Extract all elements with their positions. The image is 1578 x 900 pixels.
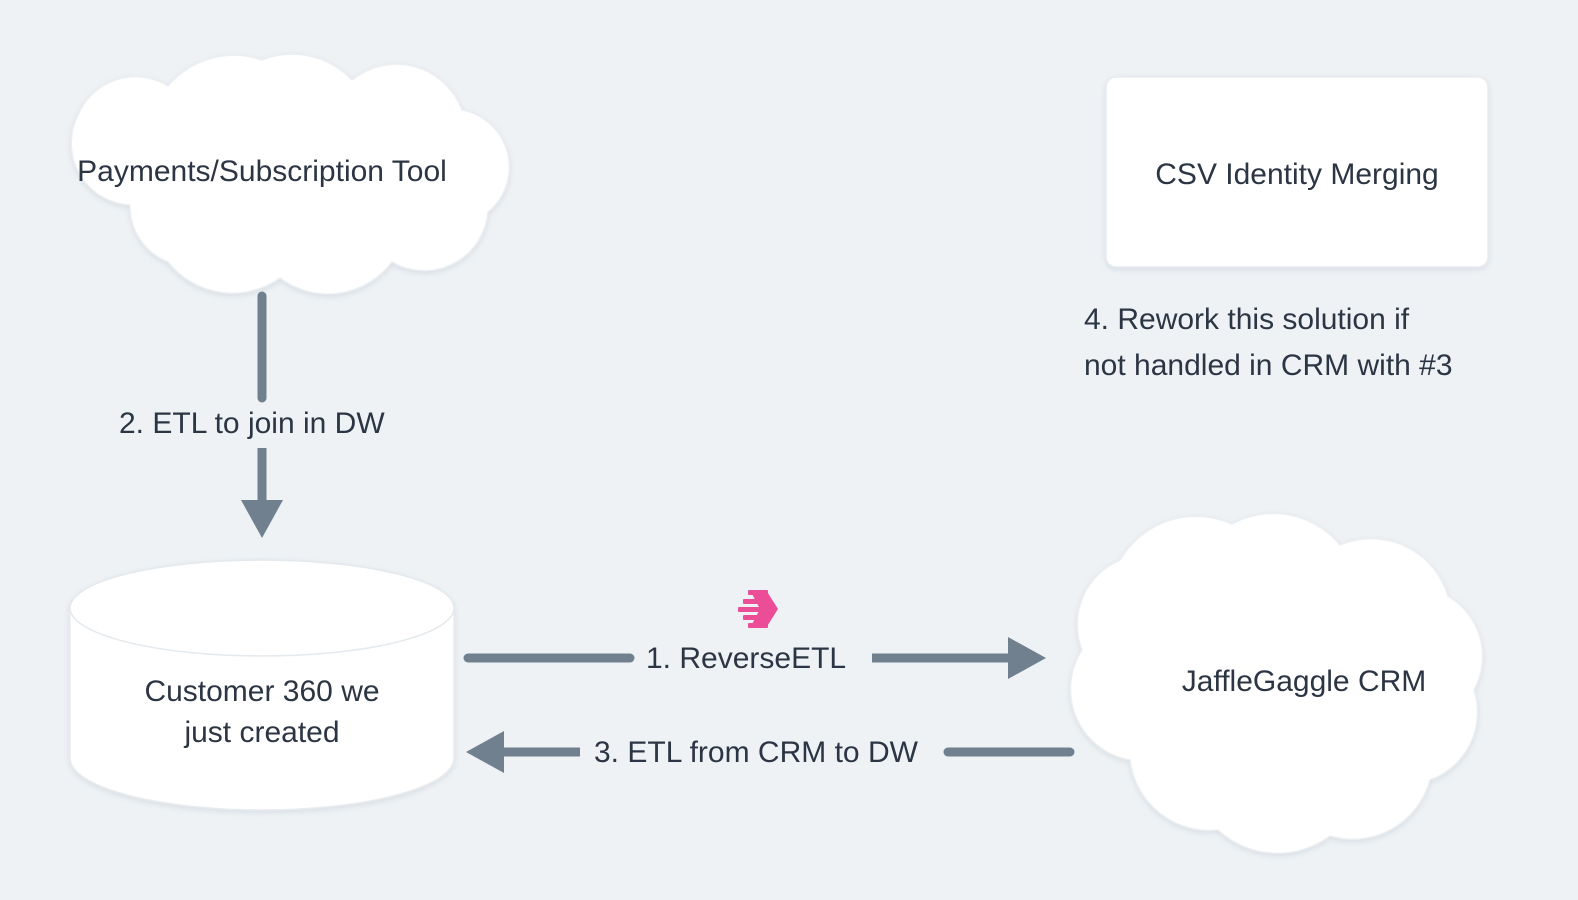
csv-identity-box-shape[interactable]: [1105, 76, 1489, 268]
hightouch-logo-icon: [736, 588, 780, 630]
edge-reverse-etl-label: 1. ReverseETL: [638, 639, 855, 680]
edge-etl-crm-to-dw-arrow[interactable]: [466, 731, 1075, 773]
edge-etl-join-dw-label: 2. ETL to join in DW: [113, 404, 391, 445]
edge-etl-crm-to-dw-label: 3. ETL from CRM to DW: [586, 733, 926, 774]
edge-reverse-etl-arrow[interactable]: [463, 637, 1046, 679]
payments-cloud-shape[interactable]: [70, 53, 511, 295]
jafflegaggle-cloud-shape[interactable]: [1069, 512, 1484, 854]
customer-360-cylinder-shape[interactable]: [69, 559, 455, 811]
rework-note-annotation: 4. Rework this solution if not handled i…: [1084, 303, 1453, 382]
edge-etl-join-dw-arrow[interactable]: [241, 291, 283, 538]
